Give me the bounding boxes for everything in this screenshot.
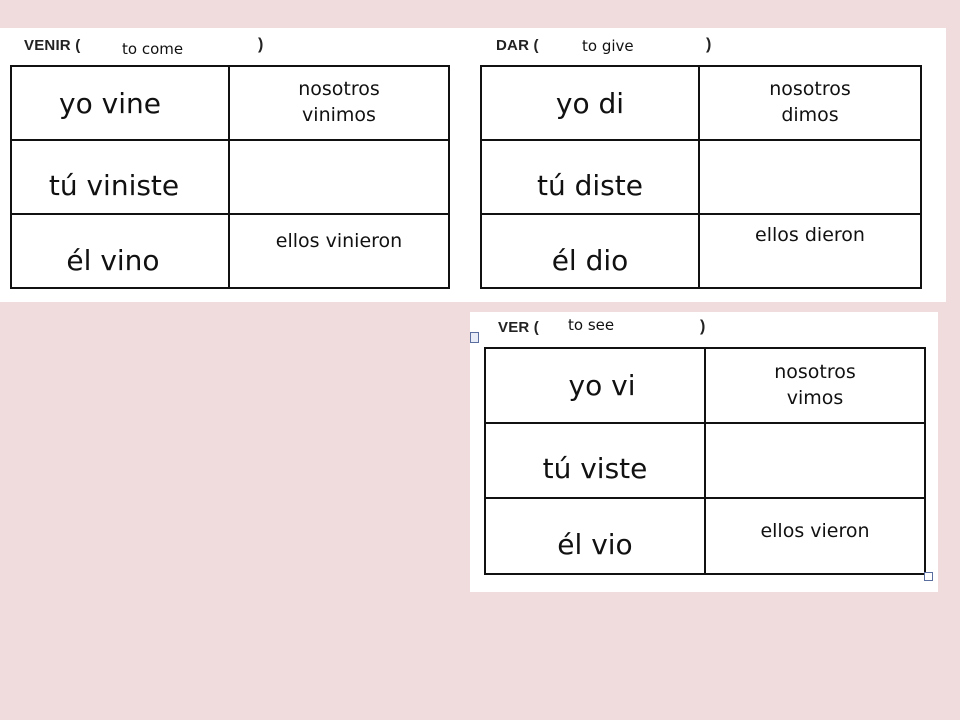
dar-el-cell: él dio	[480, 213, 700, 289]
dar-yo-cell: yo di	[480, 65, 700, 141]
top-panel: VENIR ( to come ) yo vine nosotros vinim…	[0, 28, 946, 302]
venir-nosotros-cell: nosotros vinimos	[228, 65, 450, 141]
venir-conjugation-table: yo vine nosotros vinimos tú viniste él v…	[10, 65, 450, 289]
ver-conjugation-table: yo vi nosotros vimos tú viste él vio ell…	[484, 347, 926, 575]
ver-yo-cell: yo vi	[484, 347, 706, 424]
dar-el-form: él dio	[551, 243, 629, 277]
ver-panel: VER ( to see ) yo vi nosotros vimos tú v…	[470, 312, 938, 592]
dar-tu-form: tú diste	[537, 168, 643, 202]
venir-ellos-cell: ellos vinieron	[228, 213, 450, 289]
ver-el-form: él vio	[557, 527, 633, 561]
ver-tu-cell: tú viste	[484, 422, 706, 499]
ver-nosotros-pronoun: nosotros	[774, 360, 856, 383]
ver-ellos-cell: ellos vieron	[704, 497, 926, 575]
ver-el-cell: él vio	[484, 497, 706, 575]
venir-yo-cell: yo vine	[10, 65, 230, 141]
dar-ellos-form: ellos dieron	[755, 224, 865, 246]
venir-nosotros-pronoun: nosotros	[298, 78, 380, 101]
ver-nosotros-cell: nosotros vimos	[704, 347, 926, 424]
ver-vosotros-cell	[704, 422, 926, 499]
ver-nosotros-form: vimos	[786, 386, 844, 409]
venir-el-cell: él vino	[10, 213, 230, 289]
dar-vosotros-cell	[698, 139, 922, 215]
venir-verb-heading: VENIR (	[24, 37, 81, 54]
venir-tu-cell: tú viniste	[10, 139, 230, 215]
venir-el-form: él vino	[66, 243, 160, 277]
dar-nosotros-cell: nosotros dimos	[698, 65, 922, 141]
ver-meaning: to see	[568, 316, 615, 334]
ver-close-paren: )	[700, 318, 706, 335]
venir-tu-form: tú viniste	[48, 168, 180, 202]
venir-ellos-form: ellos vinieron	[275, 230, 403, 252]
ver-verb-heading: VER (	[498, 319, 540, 336]
ver-tu-form: tú viste	[542, 452, 648, 485]
dar-yo-form: yo di	[555, 86, 625, 120]
venir-yo-form: yo vine	[59, 86, 161, 120]
anchor-icon	[470, 332, 479, 343]
ver-ellos-form: ellos vieron	[760, 520, 870, 542]
ver-yo-form: yo vi	[568, 369, 636, 402]
dar-nosotros-form: dimos	[781, 104, 839, 126]
venir-meaning: to come	[122, 40, 184, 58]
resize-handle-icon[interactable]	[924, 572, 933, 581]
dar-close-paren: )	[706, 36, 712, 53]
venir-nosotros-form: vinimos	[302, 104, 376, 126]
dar-verb-heading: DAR (	[496, 37, 539, 54]
venir-vosotros-cell	[228, 139, 450, 215]
dar-tu-cell: tú diste	[480, 139, 700, 215]
dar-conjugation-table: yo di nosotros dimos tú diste él dio ell…	[480, 65, 922, 289]
dar-ellos-cell: ellos dieron	[698, 213, 922, 289]
dar-meaning: to give	[582, 37, 634, 55]
dar-nosotros-pronoun: nosotros	[769, 78, 851, 101]
venir-close-paren: )	[258, 36, 264, 53]
